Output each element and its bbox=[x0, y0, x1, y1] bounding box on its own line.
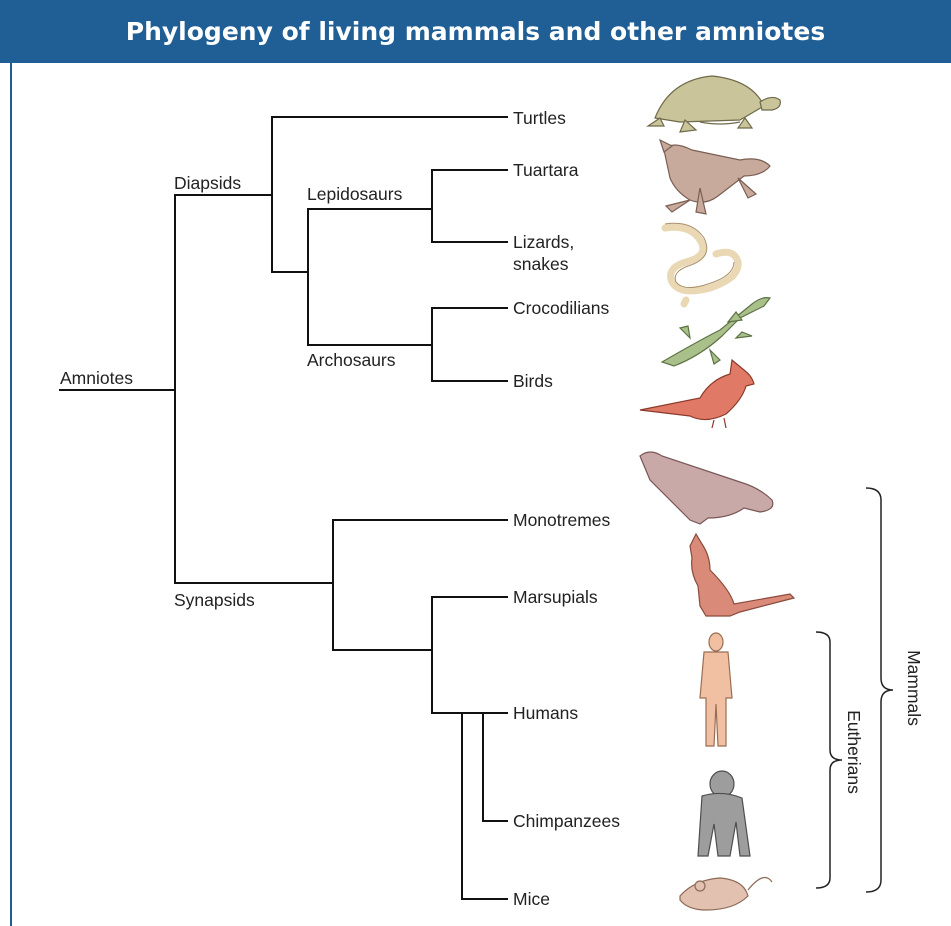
kangaroo-icon bbox=[690, 534, 794, 616]
clade-label-diapsids: Diapsids bbox=[174, 173, 241, 193]
taxon-label-mice: Mice bbox=[513, 889, 550, 909]
clade-label-lepidosaurs: Lepidosaurs bbox=[307, 184, 402, 204]
bracket-label-eutherians: Eutherians bbox=[844, 702, 864, 802]
snake-icon bbox=[665, 227, 738, 304]
taxon-label-humans: Humans bbox=[513, 703, 578, 723]
crocodile-icon bbox=[662, 298, 770, 366]
taxon-label-marsupials: Marsupials bbox=[513, 587, 598, 607]
platypus-icon bbox=[640, 452, 773, 524]
turtle-icon bbox=[648, 76, 780, 132]
mouse-icon bbox=[680, 878, 772, 911]
chimpanzee-icon bbox=[698, 771, 750, 856]
eutherians-bracket bbox=[816, 632, 842, 888]
clade-label-synapsids: Synapsids bbox=[174, 590, 255, 610]
taxon-label-snakes: snakes bbox=[513, 254, 568, 274]
tuatara-icon bbox=[660, 140, 770, 214]
cardinal-bird-icon bbox=[640, 360, 754, 428]
clade-label-amniotes: Amniotes bbox=[60, 368, 133, 388]
taxon-label-chimpanzees: Chimpanzees bbox=[513, 811, 620, 831]
taxon-label-monotremes: Monotremes bbox=[513, 510, 610, 530]
taxon-label-birds: Birds bbox=[513, 371, 553, 391]
clade-label-archosaurs: Archosaurs bbox=[307, 350, 396, 370]
bracket-label-mammals: Mammals bbox=[904, 638, 924, 738]
mammals-bracket bbox=[866, 488, 893, 892]
human-icon bbox=[700, 633, 732, 746]
taxon-label-tuartara: Tuartara bbox=[513, 160, 579, 180]
taxon-label-lizards: Lizards, bbox=[513, 232, 574, 252]
taxon-label-turtles: Turtles bbox=[513, 108, 566, 128]
taxon-label-crocodilians: Crocodilians bbox=[513, 298, 609, 318]
